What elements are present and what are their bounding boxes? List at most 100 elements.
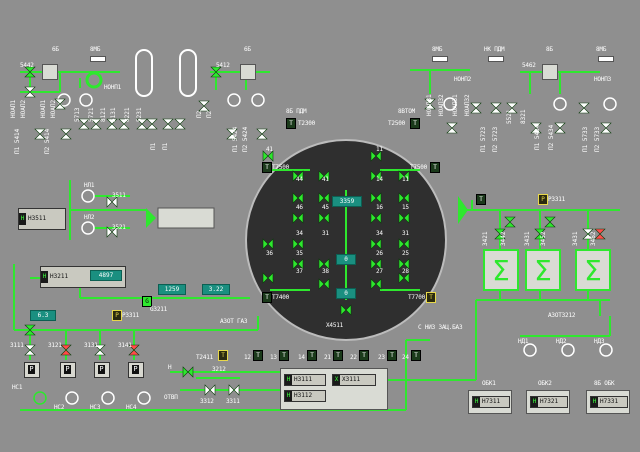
valve-icon[interactable] — [24, 86, 36, 98]
valve-icon[interactable] — [182, 366, 194, 378]
pump-p-button-1[interactable]: P — [24, 362, 40, 378]
valve-icon[interactable] — [106, 226, 118, 238]
pump-p-button-2[interactable]: P — [60, 362, 76, 378]
valve-icon[interactable] — [262, 150, 274, 162]
valve-icon[interactable] — [292, 238, 304, 250]
valve-icon[interactable] — [60, 128, 72, 140]
valve-icon[interactable] — [578, 102, 590, 114]
valve-icon[interactable] — [228, 384, 240, 396]
valve-icon[interactable] — [318, 170, 330, 182]
valve-icon[interactable] — [398, 212, 410, 224]
valve-icon[interactable] — [210, 66, 222, 78]
valve-icon[interactable] — [318, 192, 330, 204]
valve-icon[interactable] — [292, 212, 304, 224]
valve-icon[interactable] — [162, 118, 174, 130]
temp-t-icon[interactable]: T — [253, 350, 263, 361]
valve-icon[interactable] — [534, 228, 546, 240]
valve-icon[interactable] — [530, 122, 542, 134]
valve-icon[interactable] — [78, 118, 90, 130]
p3311-icon-right[interactable]: P — [538, 194, 548, 205]
valve-icon[interactable] — [292, 258, 304, 270]
valve-icon[interactable] — [446, 122, 458, 134]
valve-icon[interactable] — [318, 212, 330, 224]
vessel-t-icon-right[interactable]: T — [410, 118, 420, 129]
valve-icon[interactable] — [146, 118, 158, 130]
valve-icon[interactable] — [470, 102, 482, 114]
t2411-icon[interactable]: T — [218, 350, 228, 361]
valve-icon[interactable] — [174, 118, 186, 130]
temp-t-icon[interactable]: T — [411, 350, 421, 361]
heat-exchanger-3[interactable] — [542, 64, 558, 80]
temp-t-icon[interactable]: T — [307, 350, 317, 361]
valve-icon[interactable] — [256, 128, 268, 140]
valve-icon[interactable] — [198, 100, 210, 112]
valve-icon[interactable] — [262, 272, 274, 284]
valve-icon[interactable] — [398, 258, 410, 270]
t-icon-right-bottom[interactable]: T — [426, 292, 436, 303]
valve-icon[interactable] — [582, 228, 594, 240]
valve-icon[interactable] — [24, 324, 36, 336]
valve-icon[interactable] — [398, 238, 410, 250]
valve-icon[interactable] — [398, 192, 410, 204]
valve-icon[interactable] — [318, 258, 330, 270]
valve-icon[interactable] — [292, 170, 304, 182]
valve-icon[interactable] — [554, 122, 566, 134]
right-t-icon[interactable]: T — [476, 194, 486, 205]
valve-icon[interactable] — [594, 228, 606, 240]
valve-icon[interactable] — [94, 344, 106, 356]
valve-icon[interactable] — [292, 192, 304, 204]
valve-icon[interactable] — [370, 238, 382, 250]
temp-t-icon[interactable]: T — [387, 350, 397, 361]
valve-icon[interactable] — [34, 128, 46, 140]
valve-icon[interactable] — [504, 216, 516, 228]
valve-icon[interactable] — [490, 102, 502, 114]
valve-icon[interactable] — [370, 170, 382, 182]
temp-t-icon[interactable]: T — [279, 350, 289, 361]
valve-icon[interactable] — [494, 228, 506, 240]
valve-icon[interactable] — [398, 272, 410, 284]
valve-icon[interactable] — [90, 118, 102, 130]
vessel-t-icon-left[interactable]: T — [286, 118, 296, 129]
valve-icon[interactable] — [424, 98, 436, 110]
t-icon-left-bottom[interactable]: T — [262, 292, 272, 303]
valve-icon[interactable] — [370, 212, 382, 224]
heat-exchanger-1[interactable] — [42, 64, 58, 80]
valve-icon[interactable] — [136, 118, 148, 130]
valve-icon[interactable] — [398, 170, 410, 182]
valve-icon[interactable] — [506, 102, 518, 114]
valve-icon[interactable] — [340, 304, 352, 316]
valve-icon[interactable] — [262, 238, 274, 250]
valve-icon[interactable] — [370, 192, 382, 204]
valve-icon[interactable] — [318, 278, 330, 290]
valve-icon[interactable] — [370, 150, 382, 162]
valve-icon[interactable] — [226, 128, 238, 140]
valve-icon[interactable] — [106, 196, 118, 208]
valve-icon[interactable] — [370, 258, 382, 270]
pump-p-button-3[interactable]: P — [94, 362, 110, 378]
valve-icon[interactable] — [24, 66, 36, 78]
valve-icon[interactable] — [204, 384, 216, 396]
valve-icon[interactable] — [54, 98, 66, 110]
temp-t-icon[interactable]: T — [333, 350, 343, 361]
valve-icon[interactable] — [544, 216, 556, 228]
heat-exchanger-2[interactable] — [240, 64, 256, 80]
valve-icon[interactable] — [118, 118, 130, 130]
pump-p-button-4[interactable]: P — [128, 362, 144, 378]
p-icon-3311[interactable]: P — [112, 310, 122, 321]
valve-icon[interactable] — [60, 344, 72, 356]
temp-t-icon[interactable]: T — [359, 350, 369, 361]
t-icon-right-top[interactable]: T — [430, 162, 440, 173]
valve-icon[interactable] — [370, 278, 382, 290]
valve-icon[interactable] — [600, 122, 612, 134]
valve-icon[interactable] — [24, 344, 36, 356]
valve-icon[interactable] — [128, 344, 140, 356]
g-icon[interactable]: G — [142, 296, 152, 307]
t-icon-left-top[interactable]: T — [262, 162, 272, 173]
